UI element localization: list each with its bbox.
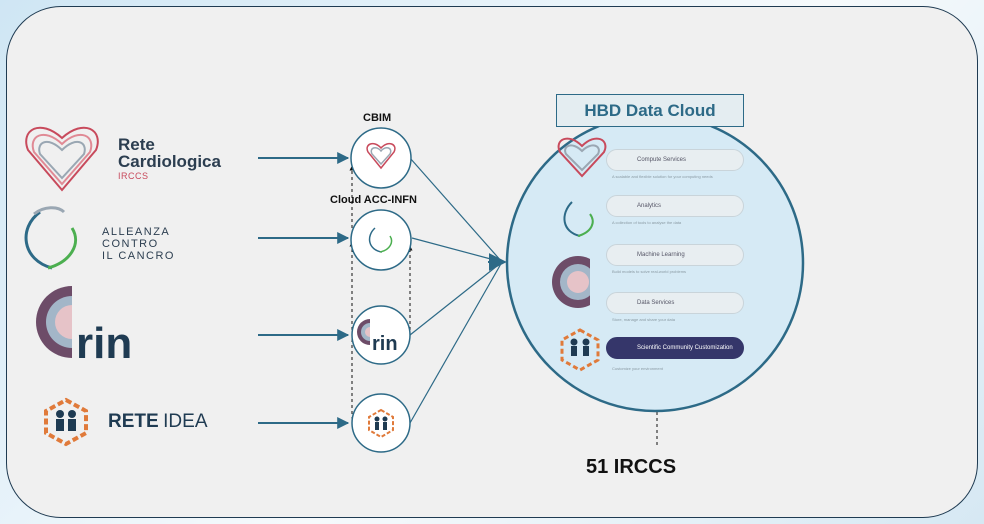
hbd-data-cloud-title: HBD Data Cloud: [556, 94, 744, 127]
converge-line-3: [409, 261, 503, 336]
cbim-node-circle: [350, 127, 412, 189]
heart-logo-icon: [25, 126, 99, 192]
service-ml-caption: Build models to solve real-world problem…: [612, 269, 687, 274]
rin-small-label: rin: [372, 333, 398, 355]
rin-small-logo-icon: [357, 318, 386, 346]
idea-node-circle: [351, 393, 411, 453]
alleanza-logo-icon: [24, 206, 78, 270]
alleanza-logo: ALLEANZA CONTRO IL CANCRO: [102, 226, 175, 262]
service-analytics: Analytics: [606, 195, 744, 217]
service-compute-caption: A scalable and flexible solution for you…: [612, 174, 713, 179]
cloud-idea-icon: [560, 328, 600, 372]
service-analytics-label: Analytics: [637, 203, 662, 209]
service-community-caption: Customize your environment: [612, 366, 663, 371]
service-community: Scientific Community Customization: [606, 337, 744, 359]
cloud-alleanza-icon: [563, 201, 594, 237]
service-analytics-caption: A collection of tools to analyse the dat…: [612, 220, 682, 225]
rete-cardiologica-logo: Rete Cardiologica IRCCS: [118, 136, 221, 182]
rete-idea-logo-icon: [44, 397, 88, 447]
cloud-acc-label: Cloud ACC-INFN: [330, 194, 417, 206]
rin-logo-icon: [36, 284, 114, 364]
acc-logo-small-icon: [368, 227, 393, 253]
service-data-label: Data Services: [637, 300, 675, 306]
service-compute: Compute Services: [606, 149, 744, 171]
cardiologica-line1: Rete: [118, 135, 155, 154]
converge-line-1: [409, 157, 503, 263]
rete-idea-logo: RETE IDEA: [108, 411, 208, 433]
service-data: Data Services: [606, 292, 744, 314]
irccs-count-label: 51 IRCCS: [586, 456, 677, 478]
service-community-label: Scientific Community Customization: [637, 345, 733, 351]
rete-idea-light: IDEA: [163, 411, 208, 432]
cloud-heart-icon: [557, 137, 607, 178]
service-data-caption: Store, manage and share your data: [612, 317, 675, 322]
cloud-rin-icon: [552, 254, 610, 310]
cardiologica-line3: IRCCS: [118, 171, 149, 181]
rin-logo: rin: [76, 322, 132, 366]
converge-line-4: [409, 261, 503, 424]
idea-small-icon: [368, 408, 394, 439]
service-ml: Machine Learning: [606, 244, 744, 266]
service-compute-label: Compute Services: [637, 157, 687, 163]
cbim-label: CBIM: [363, 112, 392, 124]
alleanza-line1: ALLEANZA: [102, 226, 171, 238]
alleanza-line2: CONTRO: [102, 238, 159, 250]
alleanza-line3: IL CANCRO: [102, 250, 175, 262]
converge-line-2: [411, 237, 503, 263]
rin-logo-text: rin: [76, 319, 133, 368]
rete-idea-bold: RETE: [108, 411, 159, 432]
acc-node-circle: [350, 209, 412, 271]
cbim-heart-icon: [366, 142, 396, 170]
service-ml-label: Machine Learning: [637, 252, 685, 258]
cardiologica-line2: Cardiologica: [118, 152, 221, 171]
